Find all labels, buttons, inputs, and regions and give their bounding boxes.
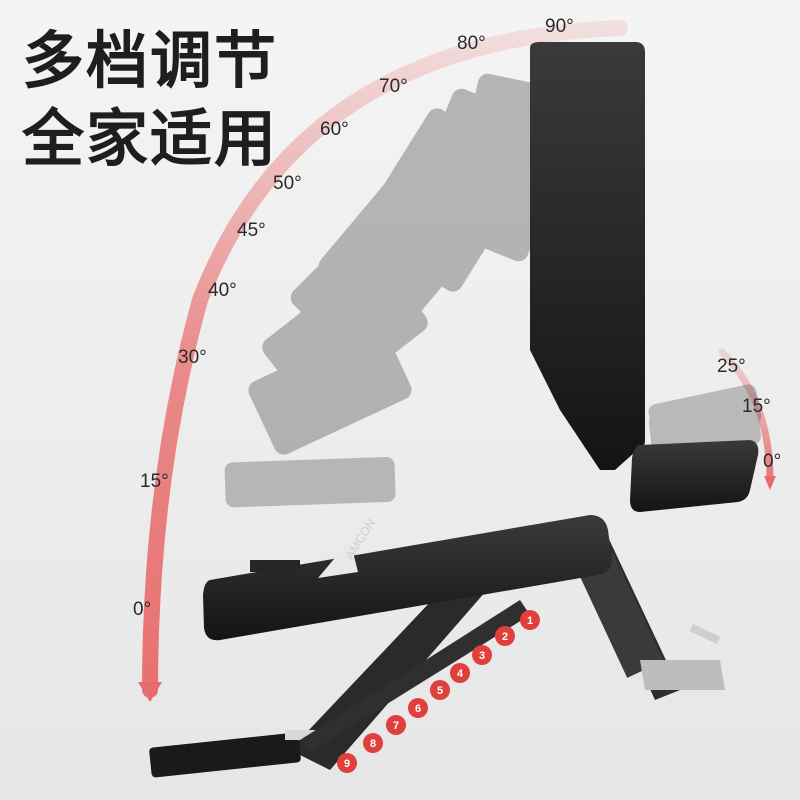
seat-angle-labels: 25° 15° 0° [717,356,781,472]
angle-label-0: 0° [133,599,151,620]
headline-line-2: 全家适用 [22,102,279,175]
seat-angle-arc [718,348,774,484]
angle-label-45: 45° [237,220,266,241]
headline-line-1: 多档调节 [22,24,279,97]
position-badge-8: 8 [363,733,383,753]
angle-label-60: 60° [320,119,349,140]
backrest-arc-arrow [138,682,162,702]
position-badge-3: 3 [472,645,492,665]
angle-label-15: 15° [140,471,169,492]
angle-label-50: 50° [273,173,302,194]
angle-label-90: 90° [545,16,574,37]
seat-arc-arrow [764,476,776,490]
position-badge-4: 4 [450,663,470,683]
angle-label-30: 30° [178,347,207,368]
seat-angle-label-0: 0° [763,451,781,472]
svg-text:2: 2 [502,631,508,643]
adjustment-ladder [300,600,530,752]
svg-text:3: 3 [479,650,485,662]
position-badge-7: 7 [386,715,406,735]
svg-text:1: 1 [527,615,533,627]
position-badge-1: 1 [520,610,540,630]
svg-text:9: 9 [344,758,350,770]
seat-angle-label-25: 25° [717,356,746,377]
angle-label-70: 70° [379,76,408,97]
svg-text:4: 4 [457,668,464,680]
svg-text:8: 8 [370,738,376,750]
backrest-angle-labels: 0° 15° 30° 40° 45° 50° 60° 70° 80° 90° [133,16,574,620]
position-badge-9: 9 [337,753,357,773]
position-badge-5: 5 [430,680,450,700]
adjustment-badges: 1 2 3 4 5 6 7 8 9 [337,610,540,773]
position-badge-6: 6 [408,698,428,718]
bench-seat-pad [203,515,612,641]
position-badge-2: 2 [495,626,515,646]
angle-label-40: 40° [208,280,237,301]
backrest-angle-arc [142,20,628,698]
angle-label-80: 80° [457,33,486,54]
svg-text:5: 5 [437,685,443,697]
bench-backrest [530,42,759,512]
seat-angle-label-15: 15° [742,396,771,417]
svg-text:7: 7 [393,720,399,732]
svg-text:6: 6 [415,703,421,715]
